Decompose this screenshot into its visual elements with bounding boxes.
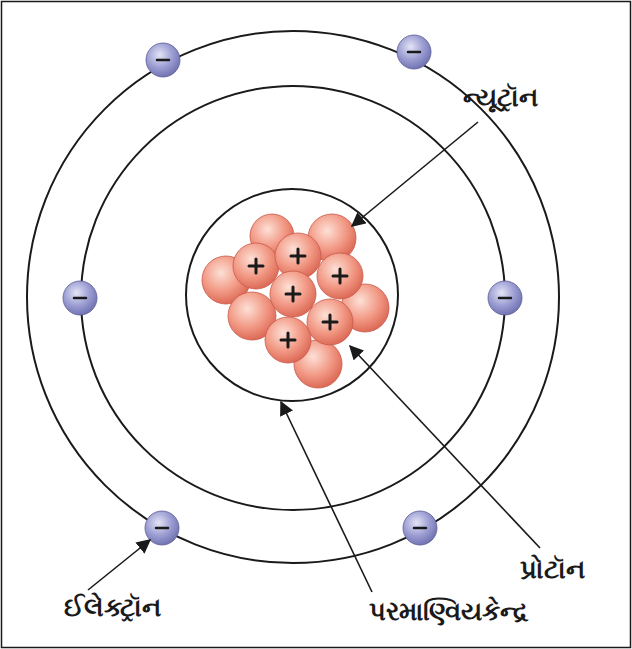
electron-label: ઈલેક્ટ્રૉન xyxy=(64,592,161,623)
nucleus-label: પરમાણ્વિયકેન્દ્ર xyxy=(369,596,528,627)
proton-label: પ્રોટૉન xyxy=(520,554,585,585)
neutron-label: ન્યૂટ્રૉન xyxy=(463,82,538,113)
